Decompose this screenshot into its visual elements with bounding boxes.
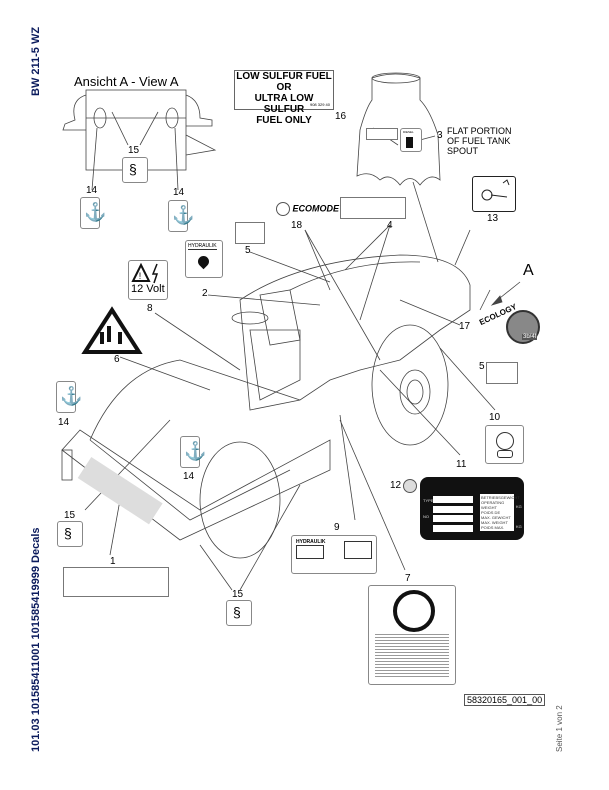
view-a-title: Ansicht A - View A	[74, 74, 179, 89]
hook-icon: ⚓	[84, 202, 107, 222]
no-field-1	[433, 515, 473, 522]
fuel-decal-line-1: LOW SULFUR FUEL OR	[236, 71, 332, 93]
hydraulik-level-label: HYDRAULIK	[296, 539, 326, 545]
volt-label: 12 Volt	[131, 283, 165, 295]
blank-label-1	[63, 567, 169, 597]
callout-1: 1	[110, 556, 116, 567]
callout-10: 10	[489, 412, 501, 423]
fuel-decal-line-2: ULTRA LOW SULFUR	[254, 93, 314, 115]
drawing-number: 58320165_001_00	[464, 694, 546, 706]
fuel-decal: LOW SULFUR FUEL OR ULTRA LOW SULFUR FUEL…	[234, 70, 334, 126]
kg-unit-2: KG	[516, 524, 522, 529]
lifting-hook-decal-4: ⚓	[180, 436, 206, 468]
hook-icon: ⚓	[172, 205, 195, 225]
drum-frame	[61, 429, 331, 541]
callout-17: 17	[459, 321, 471, 332]
no-label: NO	[423, 514, 429, 519]
blank-label-4	[340, 197, 406, 219]
lifting-hook-decal-1: ⚓	[80, 197, 106, 229]
type-field-2	[433, 506, 473, 513]
oil-level-window-icon	[296, 545, 324, 559]
tie-down-icon: §	[129, 161, 137, 177]
callout-11: 11	[456, 459, 467, 470]
fuel-decal-line-3: FUEL ONLY	[256, 115, 312, 126]
coolant-level-decal	[485, 425, 524, 464]
hook-icon: ⚓	[60, 386, 83, 406]
callout-14-a: 14	[86, 185, 98, 196]
lifting-hook-decal-2: ⚓	[168, 200, 194, 232]
lever-decal	[472, 176, 516, 212]
tie-down-decal-2: §	[57, 521, 83, 547]
diesel-label: DIESEL	[403, 130, 414, 134]
tie-down-icon: §	[233, 604, 241, 620]
callout-16: 16	[335, 111, 347, 122]
knob-icon	[403, 479, 417, 493]
svg-text:!: !	[139, 271, 142, 281]
coolant-cap-icon	[497, 450, 513, 458]
callout-14-b: 14	[173, 187, 185, 198]
kg-unit-1: KG	[516, 504, 522, 509]
blank-label-5-right	[486, 362, 518, 384]
type-field-1	[433, 496, 473, 503]
callout-8: 8	[147, 303, 153, 314]
view-arrow-label: A	[523, 262, 534, 279]
lightning-icon	[151, 263, 159, 284]
no-pressure-wash-decal	[368, 585, 456, 685]
callout-3: 3	[437, 130, 443, 141]
hydraulik-label: HYDRAULIK	[188, 243, 217, 250]
fuel-spout	[356, 73, 441, 186]
drum-label-area	[77, 457, 163, 525]
callout-12: 12	[390, 480, 402, 491]
ecomode-icon	[276, 202, 290, 216]
ecomode-text: ECOMODE	[292, 203, 340, 214]
callout-4: 4	[387, 220, 393, 231]
fuel-tank-note-line-3: SPOUT	[447, 146, 479, 156]
tie-down-decal-3: §	[226, 600, 252, 626]
diesel-decal: DIESEL	[400, 128, 422, 152]
ecomode-decal: ECOMODE	[276, 202, 339, 216]
callout-5-top: 5	[245, 245, 251, 256]
callout-6: 6	[114, 354, 120, 365]
tie-down-icon: §	[64, 525, 72, 541]
blank-label-5-top	[235, 222, 265, 244]
fuel-tank-note-line-2: OF FUEL TANK	[447, 136, 511, 146]
ecology-sub-label: 3b/4f	[522, 334, 538, 340]
type-label: TYPE	[423, 498, 434, 503]
fuel-tank-note-line-1: FLAT PORTION	[447, 126, 512, 136]
callout-15-b: 15	[64, 510, 76, 521]
tie-down-decal-1: §	[122, 157, 148, 183]
battery-12v-decal: ! 12 Volt	[128, 260, 168, 300]
machine-body	[239, 254, 471, 411]
callout-18: 18	[291, 220, 303, 231]
no-field-2	[433, 525, 473, 532]
spout-blank-label	[366, 128, 398, 140]
oil-drop-icon	[195, 253, 212, 270]
fuel-tank-note: FLAT PORTION OF FUEL TANK SPOUT	[447, 126, 512, 156]
tank-level-icon	[344, 541, 372, 559]
lifting-hook-decal-3: ⚓	[56, 381, 82, 413]
callout-5-right: 5	[479, 361, 485, 372]
callout-13: 13	[487, 213, 499, 224]
callout-15-a: 15	[128, 145, 140, 156]
hydraulik-oil-decal: HYDRAULIK	[185, 240, 223, 278]
fuel-decal-code: 908 329 40	[309, 102, 330, 107]
hydraulic-level-decal: HYDRAULIK	[291, 535, 377, 574]
callout-7: 7	[405, 573, 411, 584]
callout-14-d: 14	[183, 471, 195, 482]
warning-triangle-icon	[131, 262, 151, 282]
warning-text-block	[375, 632, 449, 678]
hook-icon: ⚓	[184, 441, 207, 461]
ecology-decal: ECOLOGY 3b/4f	[478, 302, 548, 352]
callout-9: 9	[334, 522, 340, 533]
fuel-pump-icon	[406, 137, 413, 148]
prohibited-icon	[393, 590, 435, 632]
coolant-gauge-icon	[496, 432, 514, 450]
callout-2: 2	[202, 288, 208, 299]
callout-15-c: 15	[232, 589, 244, 600]
callout-14-c: 14	[58, 417, 70, 428]
